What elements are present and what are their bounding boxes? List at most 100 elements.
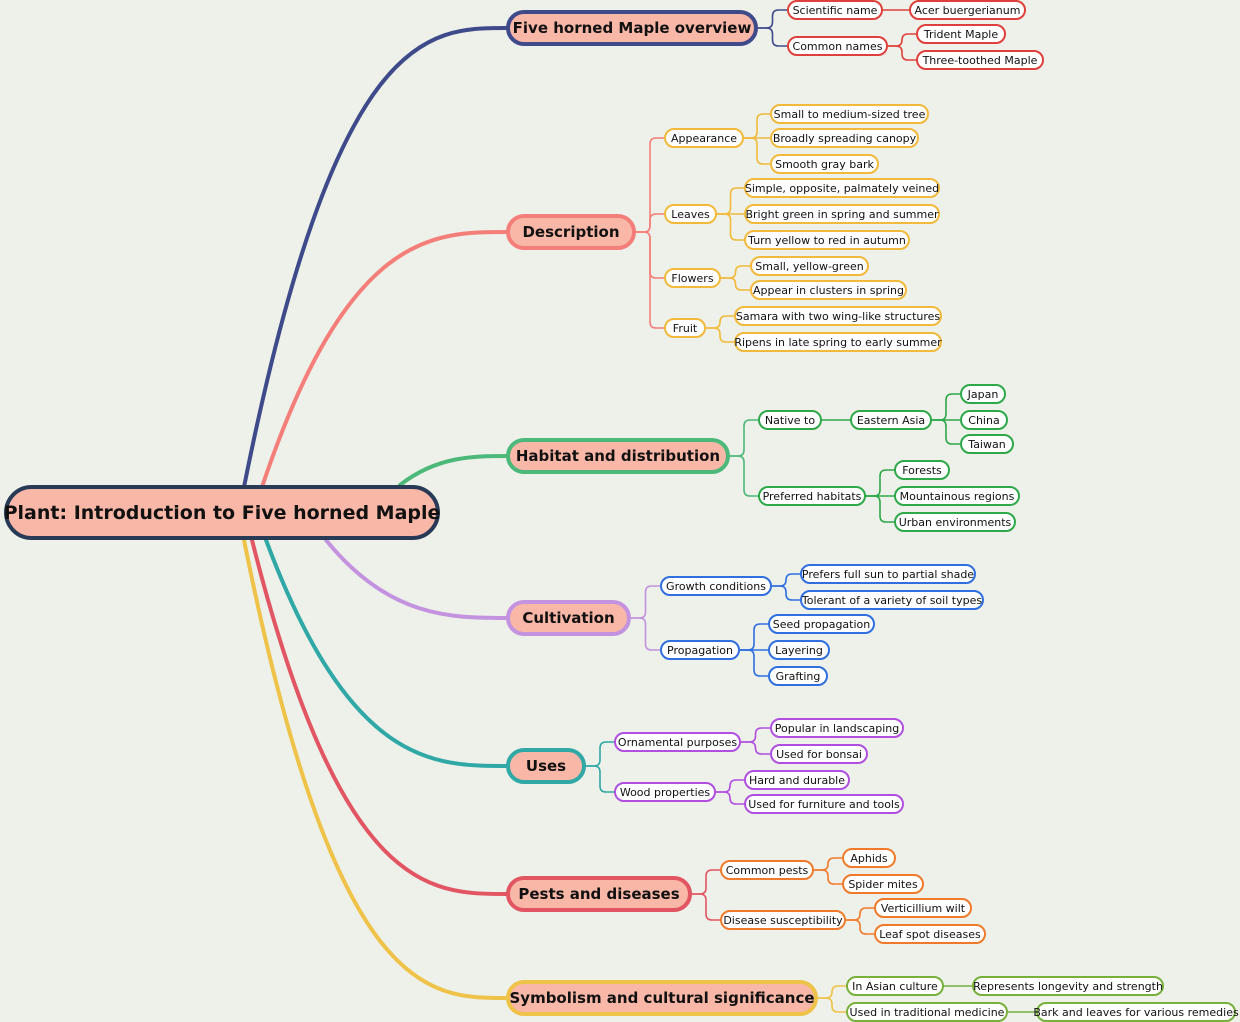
subtopic-taiwan[interactable]: Taiwan [960,434,1014,454]
topic-label: Urban environments [898,515,1012,529]
topic-label: Broadly spreading canopy [772,131,917,145]
subtopic-used-in-traditional-medicine[interactable]: Used in traditional medicine [846,1002,1008,1022]
connector-leaf-spot-diseases [845,919,875,935]
topic-label: Description [522,223,620,241]
subtopic-represents-longevity-and-strength[interactable]: Represents longevity and strength [972,976,1164,996]
subtopic-used-for-bonsai[interactable]: Used for bonsai [770,744,868,764]
subtopic-native-to[interactable]: Native to [758,410,822,430]
topic-label: Fruit [672,321,698,335]
subtopic-ripens-in-late-spring-to-early-summer[interactable]: Ripens in late spring to early summer [734,332,942,352]
topic-label: Wood properties [619,785,711,799]
topic-label: Simple, opposite, palmately veined [744,181,940,195]
subtopic-bright-green-in-spring-and-summer[interactable]: Bright green in spring and summer [744,204,940,224]
topic-label: Eastern Asia [856,413,926,427]
branch-topic-five-horned-maple-overview[interactable]: Five horned Maple overview [506,10,758,46]
connector-used-in-traditional-medicine [817,997,847,1013]
topic-label: Popular in landscaping [774,721,900,735]
topic-label: Used in traditional medicine [849,1005,1005,1019]
topic-label: Samara with two wing-like structures [735,309,941,323]
subtopic-turn-yellow-to-red-in-autumn[interactable]: Turn yellow to red in autumn [744,230,910,250]
branch-topic-description[interactable]: Description [506,214,636,250]
subtopic-three-toothed-maple[interactable]: Three-toothed Maple [916,50,1044,70]
branch-topic-habitat-and-distribution[interactable]: Habitat and distribution [506,438,730,474]
subtopic-wood-properties[interactable]: Wood properties [614,782,716,802]
subtopic-leaf-spot-diseases[interactable]: Leaf spot diseases [874,924,986,944]
subtopic-popular-in-landscaping[interactable]: Popular in landscaping [770,718,904,738]
subtopic-urban-environments[interactable]: Urban environments [894,512,1016,532]
topic-label: Small, yellow-green [755,259,864,273]
subtopic-tolerant-of-a-variety-of-soil-types[interactable]: Tolerant of a variety of soil types [800,590,984,610]
topic-label: Spider mites [848,877,918,891]
subtopic-fruit[interactable]: Fruit [664,318,706,338]
subtopic-common-pests[interactable]: Common pests [720,860,814,880]
subtopic-common-names[interactable]: Common names [787,36,888,56]
branch-topic-uses[interactable]: Uses [506,748,586,784]
topic-label: Preferred habitats [762,489,862,503]
branch-topic-symbolism-and-cultural-significance[interactable]: Symbolism and cultural significance [506,980,818,1016]
connector-three-toothed-maple [887,45,917,61]
subtopic-appearance[interactable]: Appearance [664,128,744,148]
topic-label: Symbolism and cultural significance [509,989,815,1007]
subtopic-verticillium-wilt[interactable]: Verticillium wilt [874,898,972,918]
connector-fruit [635,231,665,329]
subtopic-leaves[interactable]: Leaves [664,204,717,224]
topic-label: Bright green in spring and summer [745,207,939,221]
subtopic-aphids[interactable]: Aphids [842,848,896,868]
subtopic-ornamental-purposes[interactable]: Ornamental purposes [614,732,741,752]
subtopic-preferred-habitats[interactable]: Preferred habitats [758,486,866,506]
topic-label: Japan [967,387,999,401]
subtopic-small-to-medium-sized-tree[interactable]: Small to medium-sized tree [770,104,929,124]
subtopic-used-for-furniture-and-tools[interactable]: Used for furniture and tools [744,794,904,814]
connector-hard-and-durable [715,779,745,793]
subtopic-japan[interactable]: Japan [960,384,1006,404]
subtopic-disease-susceptibility[interactable]: Disease susceptibility [720,910,846,930]
connector-preferred-habitats [729,455,759,497]
subtopic-forests[interactable]: Forests [894,460,950,480]
subtopic-trident-maple[interactable]: Trident Maple [916,24,1006,44]
topic-label: Flowers [671,271,714,285]
subtopic-samara-with-two-wing-like-structures[interactable]: Samara with two wing-like structures [734,306,942,326]
subtopic-prefers-full-sun-to-partial-shade[interactable]: Prefers full sun to partial shade [800,564,976,584]
subtopic-appear-in-clusters-in-spring[interactable]: Appear in clusters in spring [750,280,907,300]
subtopic-small-yellow-green[interactable]: Small, yellow-green [750,256,869,276]
branch-connector-habitat-and-distribution [398,454,508,487]
subtopic-eastern-asia[interactable]: Eastern Asia [850,410,932,430]
topic-label: Disease susceptibility [723,913,843,927]
subtopic-propagation[interactable]: Propagation [660,640,740,660]
topic-label: Three-toothed Maple [922,53,1038,67]
subtopic-seed-propagation[interactable]: Seed propagation [768,614,875,634]
topic-label: Mountainous regions [899,489,1015,503]
subtopic-hard-and-durable[interactable]: Hard and durable [744,770,850,790]
subtopic-acer-buergerianum[interactable]: Acer buergerianum [909,0,1026,20]
subtopic-simple-opposite-palmately-veined[interactable]: Simple, opposite, palmately veined [744,178,940,198]
connector-small-yellow-green [720,265,751,279]
subtopic-broadly-spreading-canopy[interactable]: Broadly spreading canopy [770,128,919,148]
connector-small-to-medium-sized-tree [743,113,771,139]
connector-popular-in-landscaping [740,727,771,743]
subtopic-smooth-gray-bark[interactable]: Smooth gray bark [770,154,879,174]
subtopic-layering[interactable]: Layering [768,640,830,660]
subtopic-grafting[interactable]: Grafting [768,666,828,686]
connector-forests [865,469,895,497]
topic-label: Forests [902,463,942,477]
topic-label: Habitat and distribution [515,447,721,465]
subtopic-scientific-name[interactable]: Scientific name [787,0,883,20]
branch-topic-pests-and-diseases[interactable]: Pests and diseases [506,876,692,912]
connector-wood-properties [585,765,615,793]
topic-label: Plant: Introduction to Five horned Maple [3,501,441,524]
subtopic-flowers[interactable]: Flowers [664,268,721,288]
central-topic[interactable]: Plant: Introduction to Five horned Maple [4,485,440,540]
subtopic-mountainous-regions[interactable]: Mountainous regions [894,486,1020,506]
connector-propagation [630,617,661,651]
topic-label: Taiwan [968,437,1006,451]
subtopic-spider-mites[interactable]: Spider mites [842,874,924,894]
branch-topic-cultivation[interactable]: Cultivation [506,600,631,636]
connector-growth-conditions [630,585,661,619]
topic-label: Native to [764,413,816,427]
subtopic-growth-conditions[interactable]: Growth conditions [660,576,772,596]
subtopic-bark-and-leaves-for-various-remedies[interactable]: Bark and leaves for various remedies [1033,1002,1239,1022]
subtopic-in-asian-culture[interactable]: In Asian culture [846,976,944,996]
branch-connector-description [260,230,508,489]
subtopic-china[interactable]: China [960,410,1008,430]
